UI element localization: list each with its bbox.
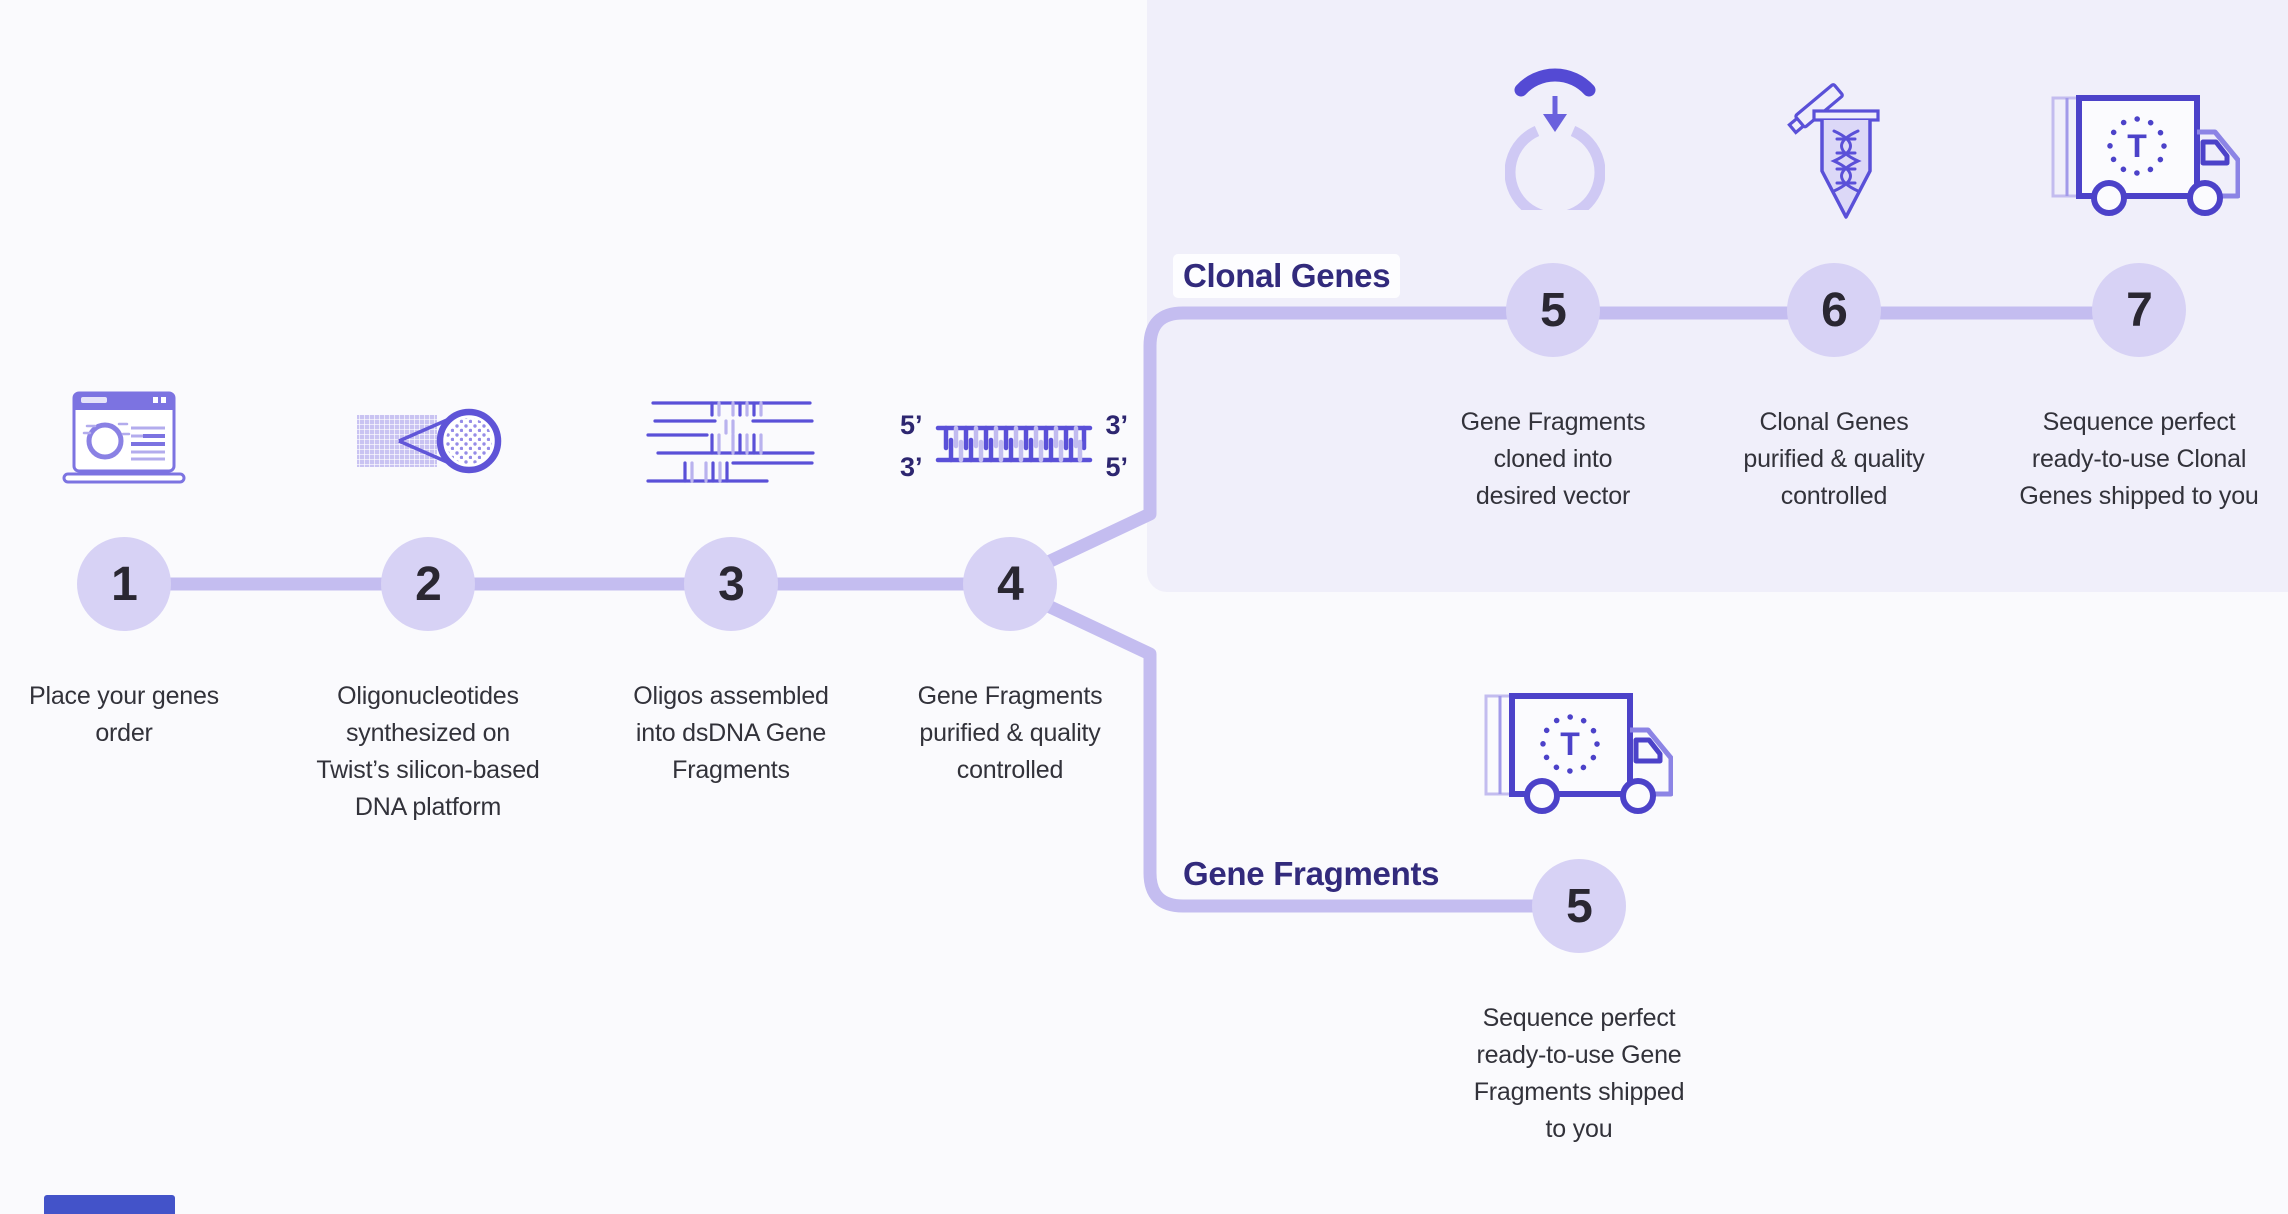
- dsdna-fragment-icon: 5’ 3’ 3’ 5’: [900, 398, 1128, 490]
- dna-end-5prime-bottom: 5’: [1105, 452, 1128, 482]
- dsdna-ladder: [935, 425, 1093, 463]
- silicon-chip-icon: [357, 408, 502, 474]
- step-number: 2: [415, 557, 442, 611]
- dna-end-3prime-bottom: 3’: [900, 452, 923, 482]
- step-node-fragments-5: 5: [1532, 859, 1626, 953]
- step-node-1: 1: [77, 537, 171, 631]
- step-caption-4: Gene Fragments purified & quality contro…: [917, 682, 1103, 784]
- vector-cloning-icon: [1505, 68, 1605, 210]
- laptop-order-icon: [62, 391, 186, 484]
- truck-logo-letter: T: [2127, 128, 2147, 164]
- tube-qc-icon: [1787, 83, 1880, 219]
- oligo-assembly-icon: [646, 401, 815, 483]
- delivery-truck-icon: T: [2051, 95, 2240, 216]
- step-number: 5: [1540, 283, 1567, 337]
- step-caption-clonal-7: Sequence perfect ready-to-use Clonal Gen…: [2019, 408, 2259, 510]
- step-node-2: 2: [381, 537, 475, 631]
- step-number: 4: [997, 557, 1024, 611]
- step-node-3: 3: [684, 537, 778, 631]
- step-caption-fragments-5: Sequence perfect ready-to-use Gene Fragm…: [1473, 1004, 1685, 1143]
- dna-end-3prime-top: 3’: [1105, 410, 1128, 440]
- step-node-clonal-7: 7: [2092, 263, 2186, 357]
- step-node-clonal-5: 5: [1506, 263, 1600, 357]
- dna-end-5prime-top: 5’: [900, 410, 923, 440]
- step-node-4: 4: [963, 537, 1057, 631]
- delivery-truck-icon: T: [1484, 693, 1673, 814]
- step-number: 7: [2126, 283, 2153, 337]
- step-caption-2: Oligonucleotides synthesized on Twist’s …: [316, 682, 540, 821]
- step-number: 1: [111, 557, 138, 611]
- step-caption-3: Oligos assembled into dsDNA Gene Fragmen…: [633, 682, 829, 784]
- step-number: 6: [1821, 283, 1848, 337]
- step-caption-1: Place your genes order: [29, 682, 219, 747]
- partial-bottom-element[interactable]: [44, 1195, 175, 1214]
- step-number: 5: [1566, 879, 1593, 933]
- truck-logo-letter: T: [1560, 726, 1580, 762]
- step-caption-clonal-5: Gene Fragments cloned into desired vecto…: [1460, 408, 1646, 510]
- clonal-genes-branch-label: Clonal Genes: [1173, 254, 1401, 298]
- step-caption-clonal-6: Clonal Genes purified & quality controll…: [1743, 408, 1925, 510]
- step-number: 3: [718, 557, 745, 611]
- gene-fragments-branch-label: Gene Fragments: [1183, 855, 1440, 892]
- step-node-clonal-6: 6: [1787, 263, 1881, 357]
